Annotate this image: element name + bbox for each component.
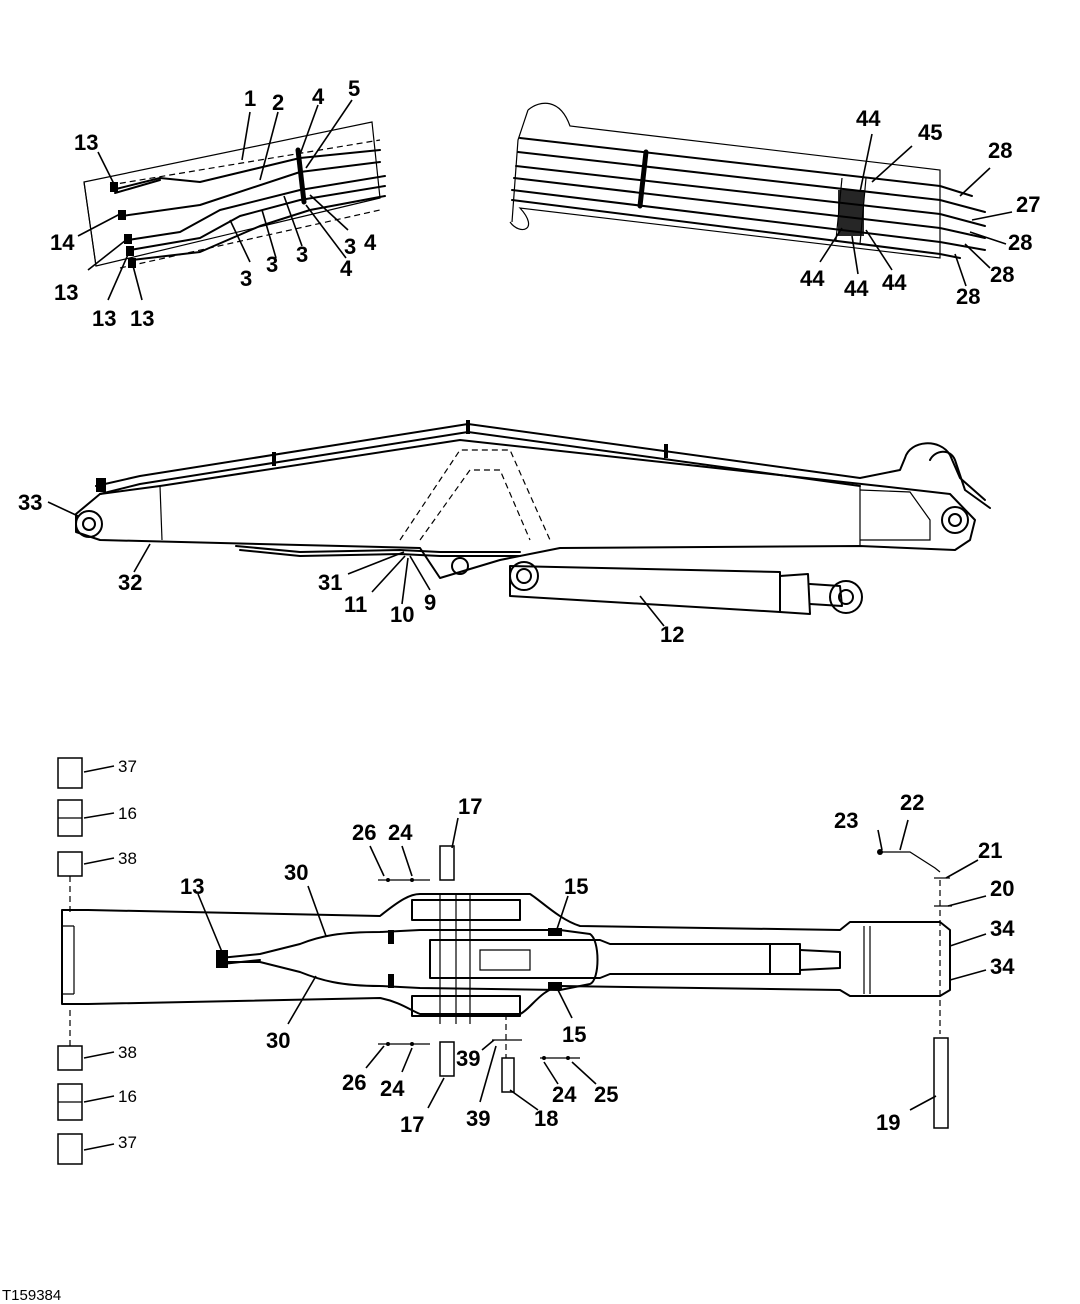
callout: 3 (344, 234, 356, 259)
callout: 4 (364, 230, 377, 255)
callout: 16 (118, 804, 137, 823)
callout: 27 (1016, 192, 1040, 217)
callout: 24 (552, 1082, 577, 1107)
callout: 34 (990, 954, 1015, 979)
callout: 20 (990, 876, 1014, 901)
callout: 16 (118, 1087, 137, 1106)
callout: 15 (564, 874, 588, 899)
callout: 30 (284, 860, 308, 885)
callout: 3 (266, 252, 278, 277)
callout: 1 (244, 86, 256, 111)
callout: 44 (856, 106, 881, 131)
callout: 32 (118, 570, 142, 595)
callout: 22 (900, 790, 924, 815)
callout: 45 (918, 120, 942, 145)
middle-labels: 33 32 31 11 10 9 12 (18, 490, 684, 647)
callout: 3 (296, 242, 308, 267)
top-right-labels: 44 45 28 27 28 28 28 44 44 44 (800, 106, 1040, 309)
callout: 4 (312, 84, 325, 109)
callout: 11 (344, 592, 367, 617)
callout: 2 (272, 90, 284, 115)
callout: 28 (990, 262, 1014, 287)
callout: 15 (562, 1022, 586, 1047)
callout: 24 (388, 820, 413, 845)
callout: 33 (18, 490, 42, 515)
callout: 30 (266, 1028, 290, 1053)
callout: 21 (978, 838, 1002, 863)
callout: 4 (340, 256, 353, 281)
callout: 19 (876, 1110, 900, 1135)
callout: 37 (118, 1133, 137, 1152)
callout: 12 (660, 622, 684, 647)
top-right-hose-detail (509, 102, 1013, 287)
callout: 9 (424, 590, 436, 615)
callout: 28 (988, 138, 1012, 163)
callout: 24 (380, 1076, 405, 1101)
callout: 17 (458, 794, 482, 819)
top-left-labels: 1 2 4 5 13 14 3 3 3 3 4 4 13 13 13 (50, 76, 377, 331)
callout: 34 (990, 916, 1015, 941)
top-left-hose-detail (77, 99, 386, 301)
callout: 14 (50, 230, 75, 255)
callout: 17 (400, 1112, 424, 1137)
callout: 44 (882, 270, 907, 295)
callout: 23 (834, 808, 858, 833)
callout: 44 (800, 266, 825, 291)
callout: 10 (390, 602, 414, 627)
callout: 18 (534, 1106, 558, 1131)
callout: 26 (342, 1070, 366, 1095)
callout: 26 (352, 820, 376, 845)
callout: 5 (348, 76, 360, 101)
callout: 28 (1008, 230, 1032, 255)
callout: 25 (594, 1082, 618, 1107)
boom-top-view (57, 757, 987, 1165)
callout: 13 (74, 130, 98, 155)
callout: 39 (456, 1046, 480, 1071)
callout: 13 (54, 280, 78, 305)
callout: 38 (118, 849, 137, 868)
bottom-labels: 37 16 38 38 16 37 13 30 30 26 24 17 15 1… (118, 757, 1015, 1152)
callout: 38 (118, 1043, 137, 1062)
figure-reference: T159384 (2, 1287, 61, 1304)
callout: 37 (118, 757, 137, 776)
callout: 31 (318, 570, 342, 595)
callout: 3 (240, 266, 252, 291)
callout: 28 (956, 284, 980, 309)
callout: 13 (180, 874, 204, 899)
callout: 13 (130, 306, 154, 331)
callout: 39 (466, 1106, 490, 1131)
callout: 13 (92, 306, 116, 331)
callout: 44 (844, 276, 869, 301)
boom-side-view (47, 420, 991, 627)
